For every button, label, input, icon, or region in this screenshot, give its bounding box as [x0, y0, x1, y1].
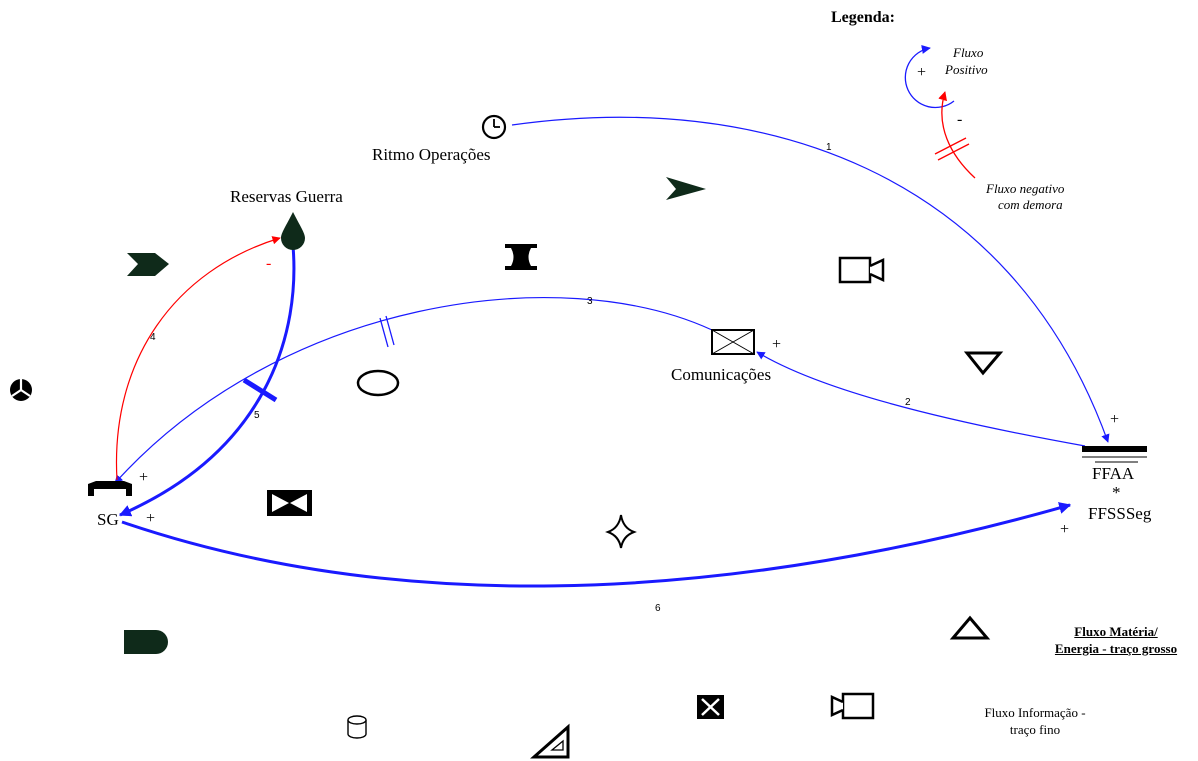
link-number-5: 5: [254, 410, 260, 421]
database-icon: [347, 715, 367, 739]
link-5-reservas-to-sg: [118, 245, 296, 517]
legend-delay-mark: [934, 137, 970, 161]
legend-positive-loop: [904, 44, 955, 109]
drop-icon: [281, 212, 305, 250]
link-4-sg-to-reservas: [115, 236, 281, 481]
legend-matter-line1: Fluxo Matéria/: [1074, 624, 1158, 639]
delay-mark-link-3: [379, 315, 395, 348]
node-ffsss-eg: FFSSSeg: [1088, 504, 1152, 523]
radiation-icon: [10, 379, 32, 401]
sign-sg-plus-2: +: [146, 510, 156, 527]
clock-icon: [481, 114, 507, 140]
sign-ffaa-plus-top: +: [1110, 411, 1120, 428]
legend-info-line1: Fluxo Informação -: [984, 705, 1086, 720]
legend-negative-line1: Fluxo negativo: [986, 181, 1065, 196]
node-ritmo-operacoes: Ritmo Operações: [372, 145, 491, 164]
projector-icon: [830, 692, 875, 720]
link-number-1: 1: [826, 142, 832, 153]
legend-negative-minus: -: [957, 111, 963, 128]
link-6-sg-to-ffaa: [121, 502, 1072, 588]
legend-matter-line2: Energia - traço grosso: [1054, 641, 1178, 656]
legend-positive-line2: Positivo: [945, 62, 988, 77]
phone-icon: [88, 481, 132, 496]
sign-comunicacoes-plus: +: [772, 336, 782, 353]
node-sg: SG: [97, 510, 119, 529]
link-2-ffaa-to-comunicacoes: [756, 351, 1086, 447]
bowtie-icon: [267, 490, 312, 516]
node-reservas-guerra: Reservas Guerra: [230, 187, 343, 206]
sign-sg-plus-1: +: [139, 469, 149, 486]
link-number-6: 6: [655, 603, 661, 614]
link-number-2: 2: [905, 397, 911, 408]
legend-negative-arrow: [938, 91, 976, 179]
legend-positive-line1: Fluxo: [953, 45, 984, 60]
legend-positive-plus: +: [917, 64, 927, 81]
link-number-3: 3: [587, 296, 593, 307]
link-1-ritmo-to-ffaa: [511, 116, 1110, 443]
legend-info-line2: traço fino: [1009, 722, 1061, 737]
camera-icon: [838, 256, 885, 284]
node-ffaa: FFAA: [1092, 464, 1135, 483]
delay-mark-link-5: [242, 377, 278, 403]
envelope-icon: [711, 329, 755, 355]
sign-reservas-minus: -: [266, 255, 272, 272]
hourglass-icon: [505, 244, 537, 270]
node-ffaa-star: *: [1112, 483, 1121, 502]
legend-title: Legenda:: [831, 9, 895, 26]
node-comunicacoes: Comunicações: [671, 365, 772, 384]
arrowhead-icon: [666, 177, 706, 200]
sign-ffaa-plus-bottom: +: [1060, 521, 1070, 538]
set-square-icon: [530, 723, 570, 759]
ffaa-bar-icon: [1082, 446, 1147, 458]
ellipse-icon: [356, 369, 400, 397]
bullet-icon: [124, 630, 168, 654]
link-3-comunicacoes-to-sg: [114, 297, 713, 484]
triangle-up-icon: [949, 615, 991, 640]
link-number-4: 4: [150, 332, 156, 343]
triangle-down-icon: [963, 351, 1004, 376]
chevron-right-icon: [127, 253, 169, 276]
box-x-icon: [697, 695, 724, 719]
legend-negative-line2: com demora: [998, 197, 1063, 212]
sparkle-icon: [605, 514, 637, 549]
